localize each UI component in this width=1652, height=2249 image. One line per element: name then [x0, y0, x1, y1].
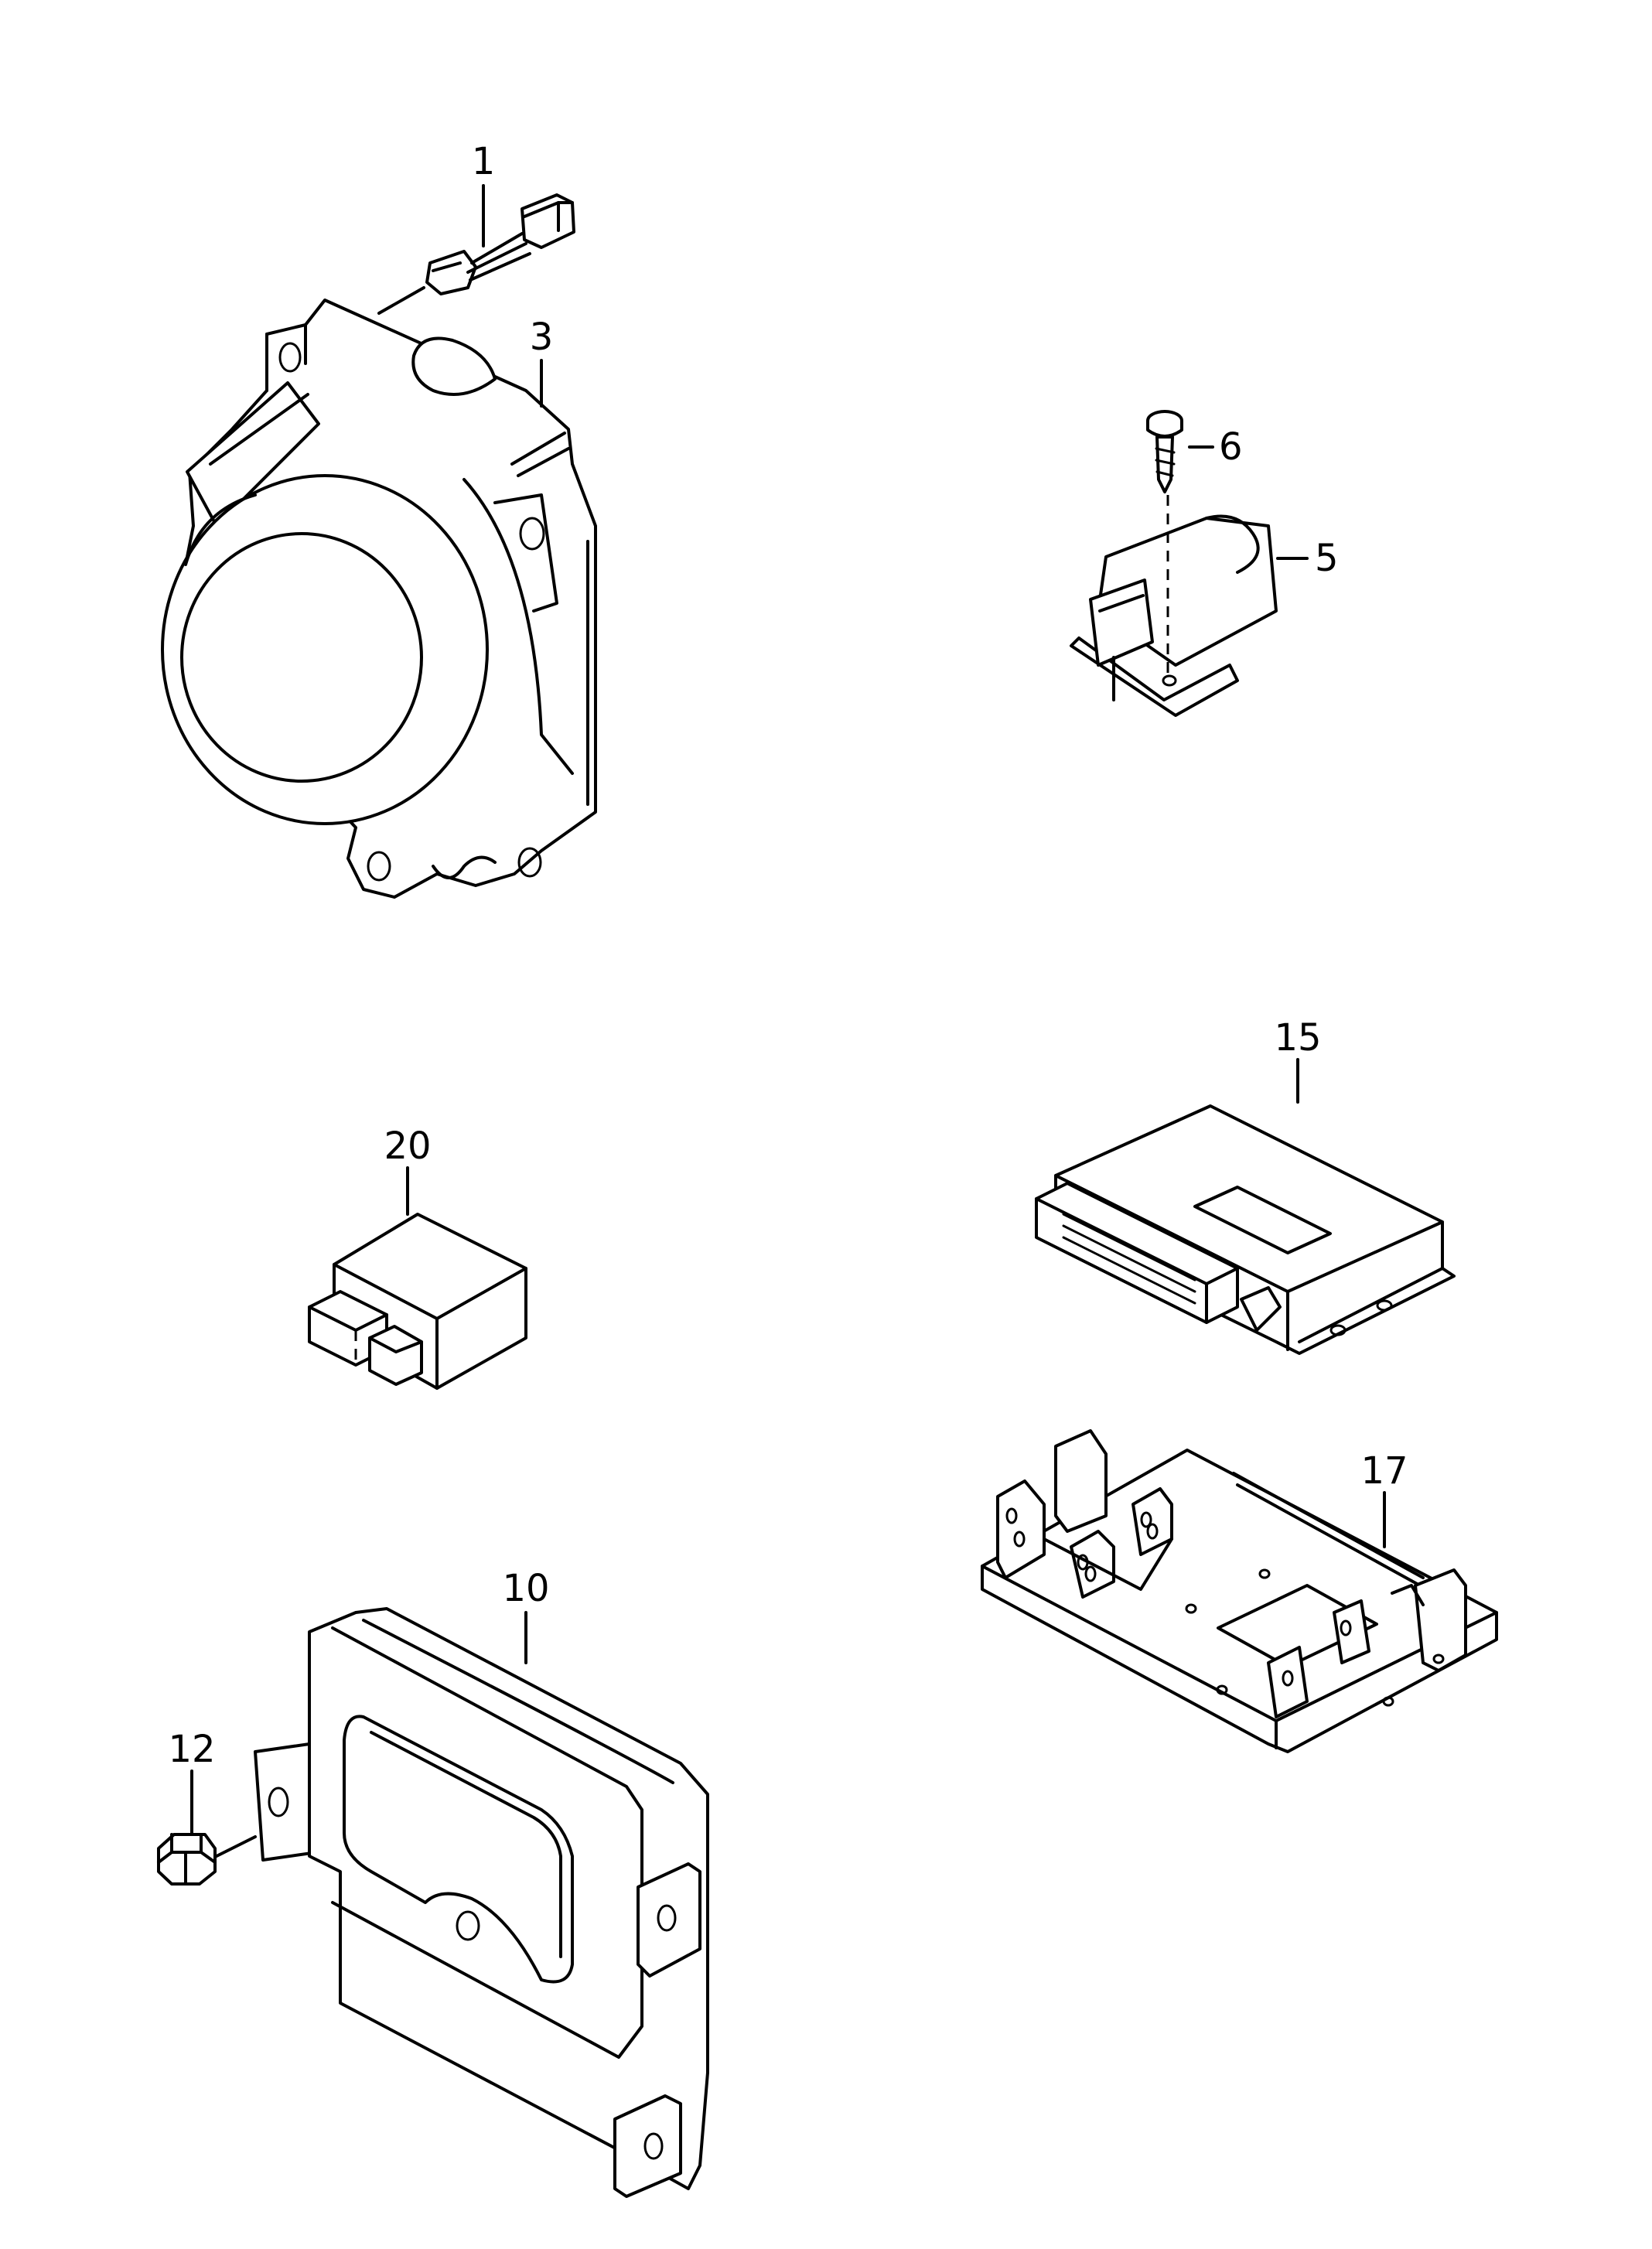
part-15-control-unit: [1035, 1104, 1456, 1355]
callout-labels: 1 3 5 6 10 12 15 17 20: [168, 140, 1408, 1771]
part-17-mounting-bracket: [981, 1429, 1498, 1753]
callout-label-20: 20: [384, 1124, 431, 1168]
callout-label-12: 12: [168, 1728, 215, 1771]
part-20-relay: [308, 1213, 527, 1390]
callout-label-17: 17: [1360, 1449, 1408, 1493]
part-12-bolt: [157, 1833, 257, 1886]
part-3-horn: [161, 299, 597, 899]
part-6-screw: [1146, 410, 1183, 493]
callout-label-5: 5: [1315, 537, 1339, 580]
callout-label-3: 3: [530, 316, 554, 359]
part-10-control-module: [254, 1607, 709, 2198]
callout-label-1: 1: [472, 140, 496, 183]
callout-label-6: 6: [1219, 425, 1243, 469]
part-1-wire-connector: [377, 193, 575, 315]
callout-label-15: 15: [1274, 1016, 1321, 1060]
part-5-bracket-module: [1070, 495, 1278, 717]
callout-leaders: [190, 184, 1386, 1836]
callout-label-10: 10: [502, 1567, 549, 1610]
